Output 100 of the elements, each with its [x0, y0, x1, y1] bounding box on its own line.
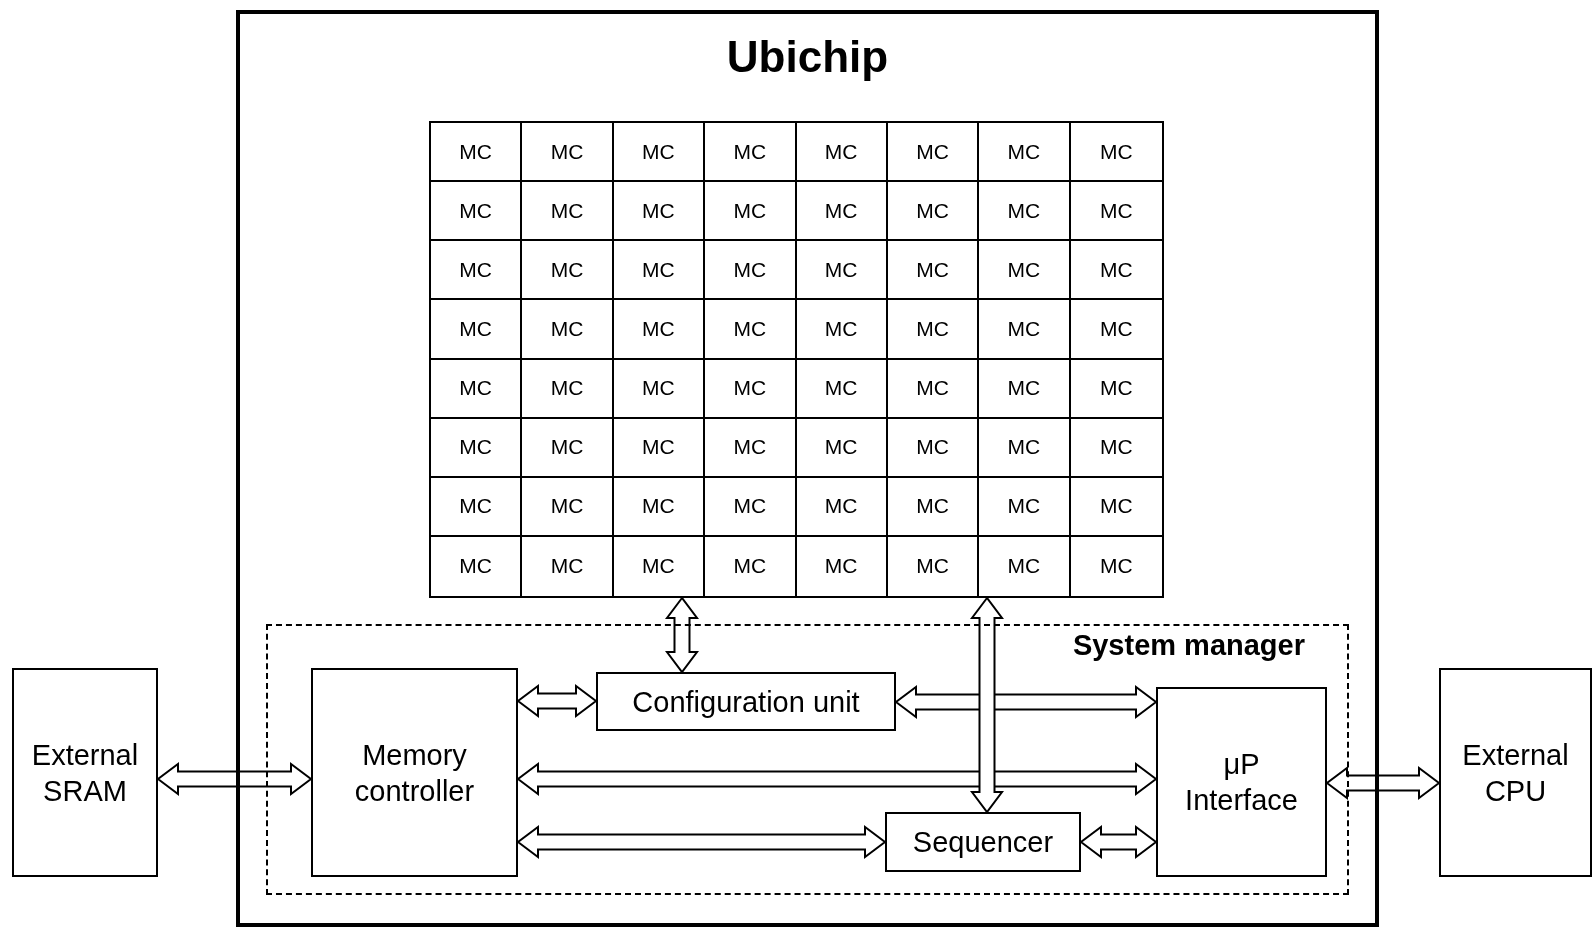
grid-cell	[613, 123, 706, 183]
grid-cell	[613, 300, 706, 360]
chip-boundary	[236, 10, 1379, 927]
grid-cell	[431, 182, 523, 242]
cell-label: MC	[733, 257, 767, 282]
block-label: External SRAM	[30, 737, 140, 809]
grid-cell	[522, 477, 614, 537]
grid-cell	[705, 418, 797, 478]
cell-label: MC	[733, 494, 767, 519]
grid-cell	[613, 418, 706, 478]
cell-label: MC	[733, 198, 767, 223]
cell-label: MC	[550, 139, 584, 164]
block-box	[1156, 687, 1327, 877]
cell-label: MC	[1007, 139, 1041, 164]
cell-label: MC	[824, 376, 858, 401]
grid-cell	[613, 241, 706, 301]
double-arrow	[516, 825, 887, 859]
cell-label: MC	[1007, 376, 1041, 401]
cell-label: MC	[459, 316, 492, 341]
grid-cell	[613, 477, 706, 537]
block-label: μP Interface	[1184, 747, 1299, 818]
block-label: Sequencer	[912, 825, 1054, 860]
cell-grid	[429, 121, 1164, 598]
block-label: Memory controller	[353, 737, 476, 809]
block-box	[12, 668, 158, 877]
cell-label: MC	[916, 494, 949, 519]
double-arrow	[156, 762, 313, 796]
grid-cell	[887, 418, 980, 478]
cell-label: MC	[824, 139, 858, 164]
cell-label: MC	[1007, 316, 1041, 341]
grid-cell	[431, 359, 523, 419]
cell-label: MC	[916, 554, 949, 579]
cell-label: MC	[733, 316, 767, 341]
double-arrow	[516, 684, 598, 718]
block-box	[1439, 668, 1592, 877]
grid-cell	[705, 359, 797, 419]
double-arrow	[970, 596, 1004, 814]
grid-cell	[431, 123, 523, 183]
cell-label: MC	[642, 257, 675, 282]
cell-label: MC	[916, 257, 949, 282]
cell-label: MC	[1007, 198, 1041, 223]
group-title: System manager	[1072, 629, 1305, 661]
grid-cell	[431, 300, 523, 360]
cell-label: MC	[733, 554, 767, 579]
cell-label: MC	[459, 139, 492, 164]
cell-label: MC	[1099, 435, 1133, 460]
grid-cell	[887, 359, 980, 419]
grid-cell	[431, 241, 523, 301]
grid-cell	[796, 182, 888, 242]
block-box	[311, 668, 518, 877]
cell-label: MC	[1007, 554, 1041, 579]
cell-label: MC	[550, 494, 584, 519]
cell-label: MC	[642, 376, 675, 401]
cell-label: MC	[459, 198, 492, 223]
cell-label: MC	[1099, 139, 1133, 164]
double-arrow	[1079, 825, 1158, 859]
grid-cell	[522, 123, 614, 183]
cell-label: MC	[916, 198, 949, 223]
grid-cell	[796, 359, 888, 419]
grid-cell	[705, 123, 797, 183]
cell-label: MC	[916, 316, 949, 341]
cell-label: MC	[459, 257, 492, 282]
grid-cell	[979, 359, 1071, 419]
grid-cell	[705, 241, 797, 301]
cell-label: MC	[733, 376, 767, 401]
cell-label: MC	[916, 435, 949, 460]
grid-cell	[613, 359, 706, 419]
cell-label: MC	[642, 198, 675, 223]
cell-label: MC	[824, 257, 858, 282]
cell-label: MC	[733, 435, 767, 460]
grid-cell	[796, 300, 888, 360]
double-arrow	[516, 762, 1158, 796]
cell-label: MC	[824, 494, 858, 519]
cell-label: MC	[733, 139, 767, 164]
grid-cell	[796, 477, 888, 537]
block-label: External CPU	[1461, 737, 1570, 809]
cell-label: MC	[459, 376, 492, 401]
grid-cell	[887, 300, 980, 360]
cell-label: MC	[550, 257, 584, 282]
cell-label: MC	[642, 316, 675, 341]
block-box	[885, 812, 1081, 872]
grid-cell	[796, 418, 888, 478]
cell-label: MC	[642, 435, 675, 460]
double-arrow	[1325, 766, 1441, 800]
cell-label: MC	[824, 198, 858, 223]
cell-label: MC	[550, 435, 584, 460]
grid-cell	[887, 123, 980, 183]
grid-cell	[431, 477, 523, 537]
grid-cell	[979, 241, 1071, 301]
grid-cell	[979, 477, 1071, 537]
cell-label: MC	[824, 316, 858, 341]
cell-label: MC	[1099, 554, 1133, 579]
block-label: Configuration unit	[632, 684, 860, 720]
grid-cell	[522, 300, 614, 360]
cell-label: MC	[824, 554, 858, 579]
grid-cell	[705, 477, 797, 537]
cell-label: MC	[1099, 257, 1133, 282]
grid-cell	[887, 241, 980, 301]
cell-label: MC	[1099, 376, 1133, 401]
block-box	[596, 672, 896, 731]
